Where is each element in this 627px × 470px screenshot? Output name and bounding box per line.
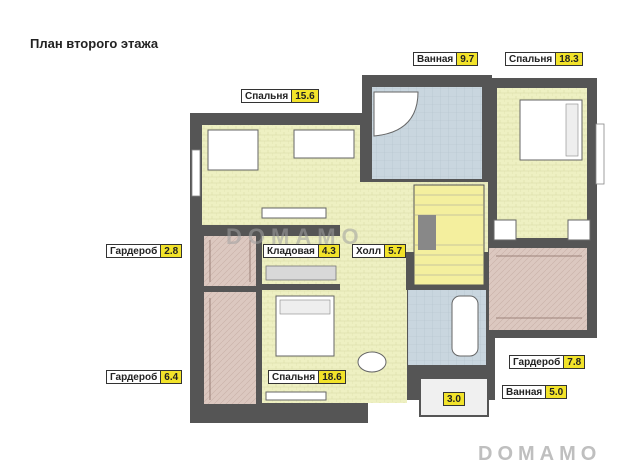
wardrobe-rails xyxy=(209,240,582,400)
desk-15-6 xyxy=(207,129,259,171)
stair-landing xyxy=(418,215,436,250)
room-tag-balcony-3-0: 3.0 xyxy=(443,392,465,406)
window-east xyxy=(595,123,605,185)
round-table xyxy=(357,351,387,373)
pantry-shelf xyxy=(265,265,337,281)
wardrobe-7-8-floor xyxy=(489,248,587,330)
watermark-corner: DOMAMO xyxy=(478,443,602,465)
bathtub-5-0 xyxy=(451,295,479,357)
armchair-1 xyxy=(493,219,517,241)
corner-bathtub xyxy=(373,91,419,137)
window-west xyxy=(191,149,201,197)
wardrobe-2-8-floor xyxy=(204,236,256,286)
page-title: План второго этажа xyxy=(30,36,159,51)
wardrobe-6-4-floor xyxy=(204,292,256,404)
armchair-2 xyxy=(567,219,591,241)
sofa-15-6 xyxy=(293,129,355,159)
dresser-18-6 xyxy=(265,391,327,401)
tv-stand xyxy=(261,207,327,219)
